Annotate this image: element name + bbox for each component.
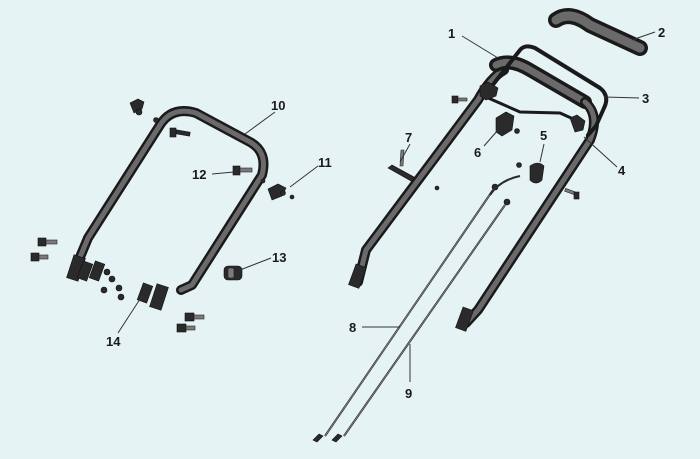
- part-label-3: 3: [642, 91, 649, 106]
- leader-lines: [117, 31, 656, 382]
- bolt-lower-right-2: [176, 323, 196, 333]
- nut-center: [434, 185, 440, 191]
- bracket-14-left: [76, 260, 106, 282]
- leader-13: [239, 257, 272, 271]
- nuts-lower: [100, 268, 125, 301]
- leader-1: [461, 35, 499, 59]
- washer-upper-left: [153, 117, 159, 123]
- leader-3: [603, 96, 640, 99]
- part-label-2: 2: [658, 25, 665, 40]
- bolt-lower-left-2: [30, 252, 49, 262]
- pivot-bracket-right-4: [569, 114, 586, 133]
- handle-knob-upper-left: [129, 98, 145, 116]
- bolt-lower-right-1: [184, 312, 205, 322]
- bolt-upper: [169, 127, 191, 138]
- lower-handle-right-end: [149, 283, 169, 311]
- bolt-upper-left: [451, 95, 468, 104]
- leader-7: [399, 143, 411, 163]
- operator-bail-3: [484, 44, 609, 137]
- upper-handle-assembly: [348, 8, 648, 332]
- part-label-11: 11: [318, 155, 332, 170]
- leader-2: [631, 31, 656, 41]
- part-label-10: 10: [271, 98, 285, 113]
- leader-11: [289, 165, 319, 188]
- bolt-lower-left-1: [37, 237, 58, 247]
- part-label-5: 5: [540, 128, 547, 143]
- brake-cable-9: [331, 198, 511, 443]
- part-label-4: 4: [618, 163, 626, 178]
- leader-6: [483, 129, 499, 147]
- leader-14: [117, 295, 143, 334]
- bolt-right: [564, 187, 580, 200]
- part-label-7: 7: [405, 130, 412, 145]
- handle-grip-2: [548, 8, 648, 56]
- leader-12: [211, 171, 235, 175]
- part-label-12: 12: [192, 167, 206, 182]
- part-label-6: 6: [474, 145, 481, 160]
- leader-10: [244, 111, 276, 135]
- leader-5: [539, 143, 545, 163]
- part-label-14: 14: [106, 334, 121, 349]
- part-label-8: 8: [349, 320, 356, 335]
- part-label-9: 9: [405, 386, 412, 401]
- part-labels: 1 2 3 4 5 6 7 8 9 10 11 12 13 14: [106, 25, 665, 401]
- throttle-cable-8: [312, 175, 521, 443]
- handle-knob-11: [260, 178, 295, 201]
- pivot-bracket-left: [479, 81, 499, 101]
- lower-handle-assembly: [30, 98, 295, 333]
- bolt-12: [232, 165, 253, 176]
- part-label-1: 1: [448, 26, 455, 41]
- part-label-13: 13: [272, 250, 286, 265]
- leader-4: [583, 136, 618, 168]
- cable-clip-13: [223, 265, 243, 281]
- cable-adjuster-5: [516, 162, 545, 184]
- lower-handle-tube: [73, 106, 269, 295]
